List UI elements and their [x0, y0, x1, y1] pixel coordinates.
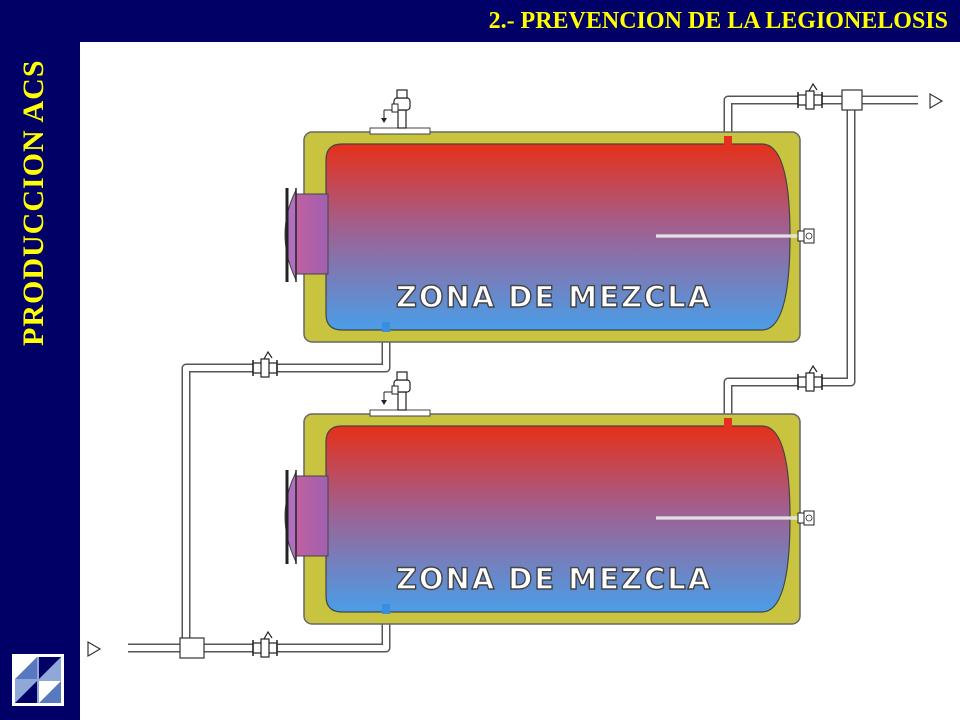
manhole-flange	[295, 193, 329, 275]
outlet-arrow-icon	[929, 92, 944, 110]
logo-icon	[12, 654, 64, 706]
safety-valve-icon	[380, 371, 411, 411]
hot-outlet-connector	[724, 136, 732, 146]
sidebar: PRODUCCION ACS	[0, 0, 80, 720]
hot-outlet-connector	[724, 418, 732, 428]
header-bar: 2.- PREVENCION DE LA LEGIONELOSIS	[80, 0, 960, 42]
inlet-arrow-icon	[87, 640, 102, 658]
pipe-tee	[841, 89, 863, 111]
tank-zone-label: ZONA DE MEZCLA	[396, 562, 712, 596]
cold-inlet-connector	[382, 604, 390, 614]
tank-zone-label: ZONA DE MEZCLA	[396, 280, 712, 314]
valve-icon	[252, 351, 278, 378]
tank-lower: ZONA DE MEZCLA	[284, 371, 816, 625]
page-title: 2.- PREVENCION DE LA LEGIONELOSIS	[488, 8, 948, 34]
tank-water	[325, 425, 791, 613]
safety-valve-icon	[380, 89, 411, 129]
tank-upper: ZONA DE MEZCLA	[284, 89, 816, 343]
valve-icon	[797, 365, 823, 392]
cold-inlet-connector	[382, 322, 390, 332]
valve-icon	[797, 83, 823, 110]
pipe-network	[128, 95, 918, 653]
valve-icon	[252, 631, 278, 658]
pipe-tee	[179, 637, 205, 659]
manhole-flange	[295, 475, 329, 557]
tank-water	[325, 143, 791, 331]
